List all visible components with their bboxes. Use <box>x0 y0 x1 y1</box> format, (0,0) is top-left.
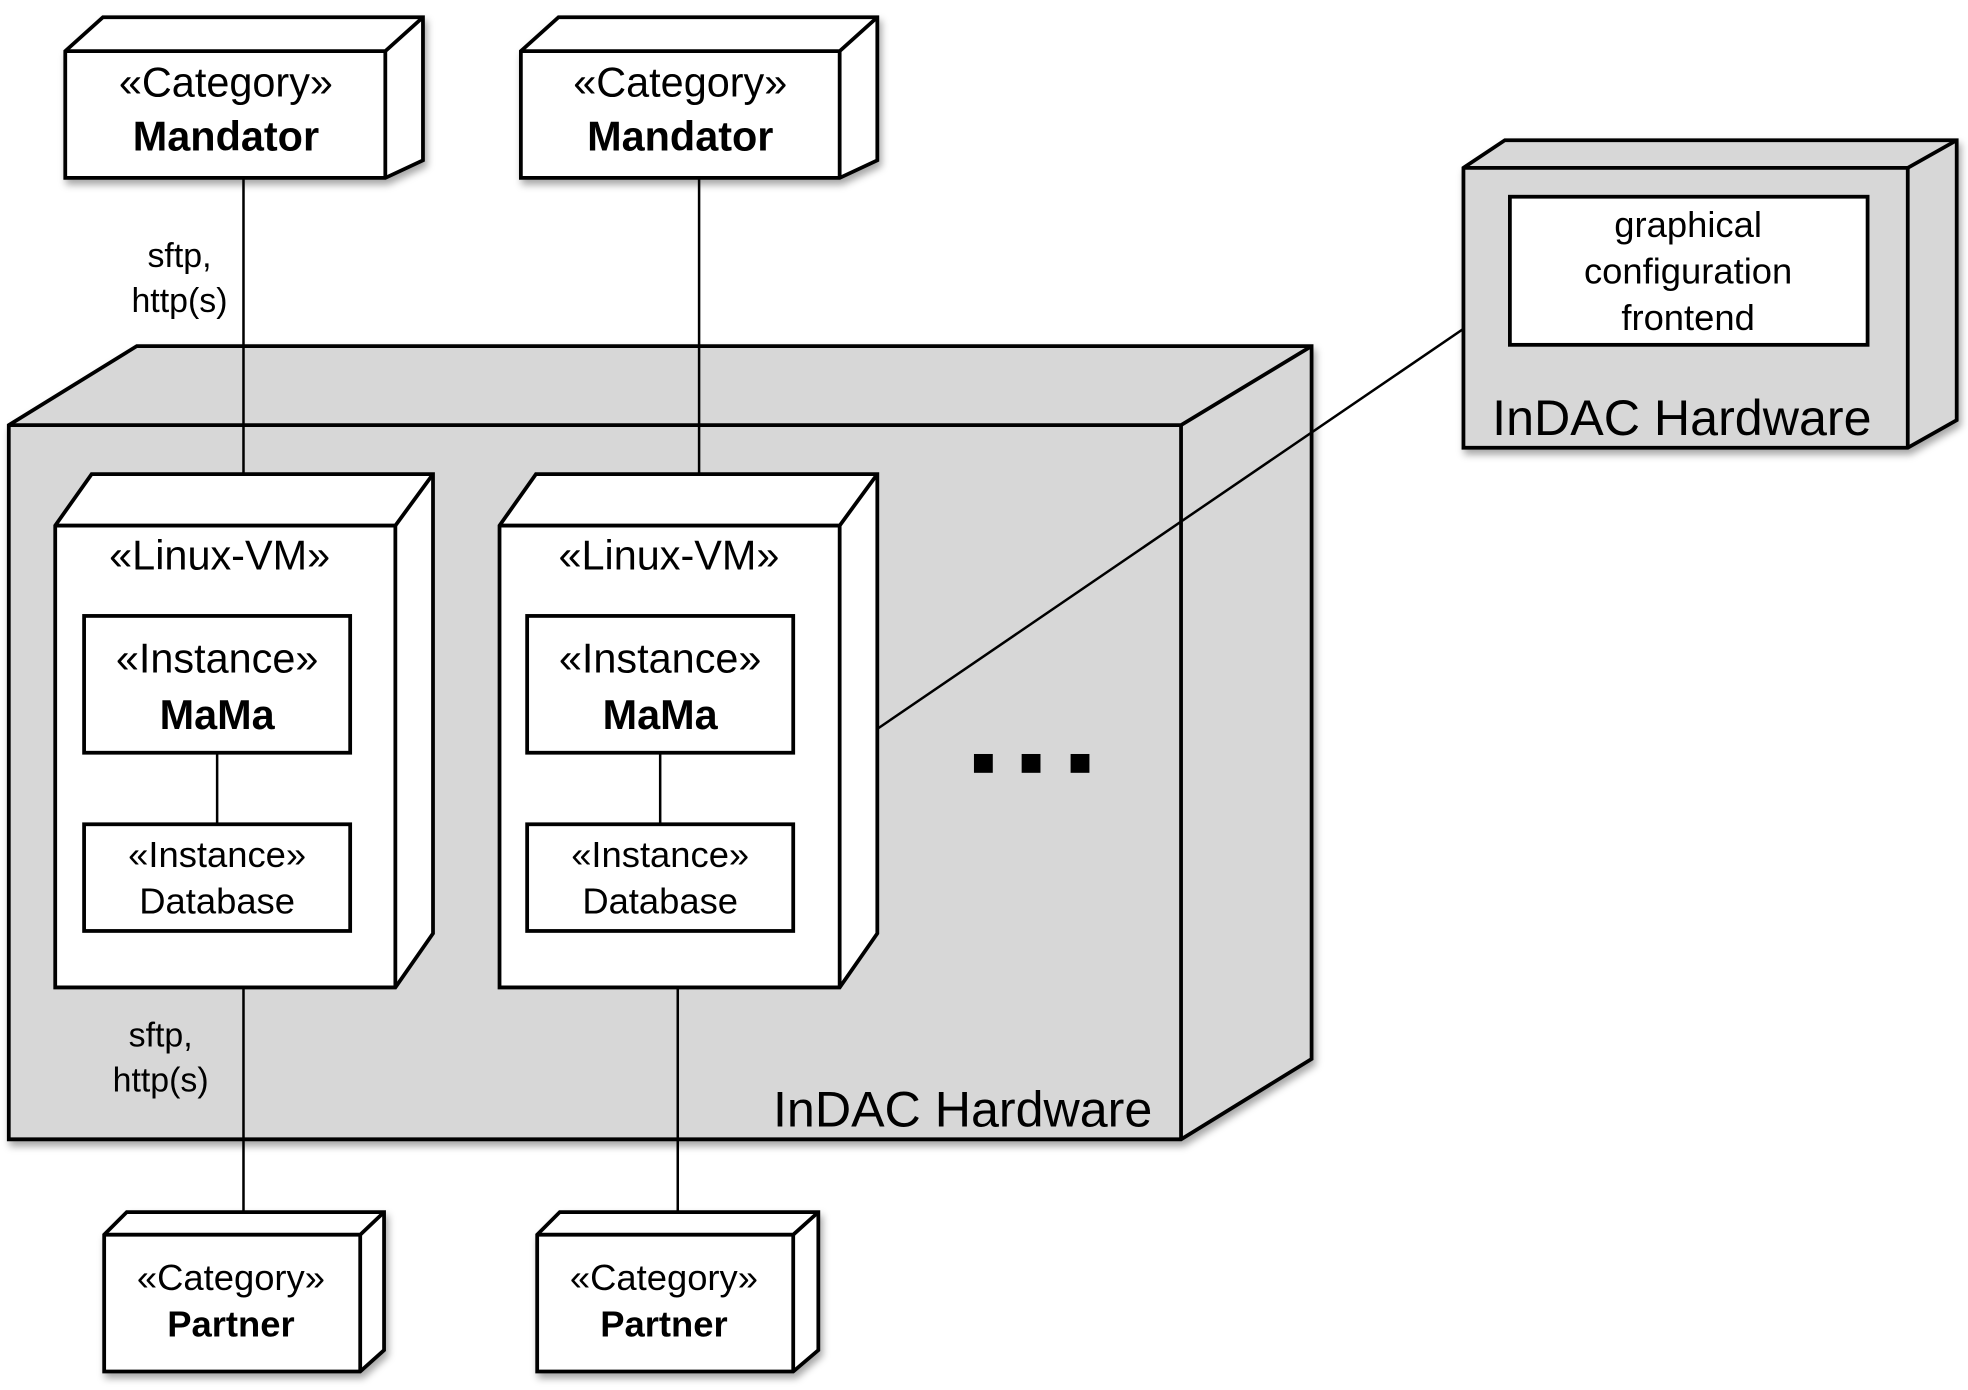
svg-text:configuration: configuration <box>1584 250 1792 291</box>
graphical-configuration-frontend-component <box>1508 194 1870 347</box>
connection-label-top: sftp, http(s) <box>131 237 227 320</box>
svg-text:graphical: graphical <box>1614 204 1762 245</box>
svg-text:«Linux-VM»: «Linux-VM» <box>109 532 330 578</box>
connection-vm2-frontend <box>876 296 1511 730</box>
svg-text:«Instance»: «Instance» <box>571 834 749 875</box>
svg-text:http(s): http(s) <box>113 1062 209 1100</box>
database-instance-1 <box>82 822 353 933</box>
svg-text:Partner: Partner <box>167 1303 294 1344</box>
svg-text:Mandator: Mandator <box>587 113 773 159</box>
svg-text:«Category»: «Category» <box>137 1257 325 1298</box>
svg-text:http(s): http(s) <box>131 282 227 320</box>
svg-text:sftp,: sftp, <box>129 1016 193 1054</box>
svg-text:Database: Database <box>139 880 295 921</box>
linux-vm-node-1: «Linux-VM» «Instance» MaMa «Instance» Da… <box>53 472 435 990</box>
database-instance-2 <box>525 822 796 933</box>
svg-text:MaMa: MaMa <box>160 692 276 738</box>
svg-text:«Category»: «Category» <box>573 59 787 105</box>
svg-text:«Instance»: «Instance» <box>128 834 306 875</box>
mama-instance-2 <box>525 614 796 755</box>
svg-text:Partner: Partner <box>600 1303 727 1344</box>
linux-vm-node-2: «Linux-VM» «Instance» MaMa «Instance» Da… <box>497 472 880 990</box>
svg-text:«Instance»: «Instance» <box>116 635 319 681</box>
svg-text:MaMa: MaMa <box>603 692 719 738</box>
ellipsis-icon <box>973 753 1090 773</box>
mama-instance-1 <box>82 614 353 755</box>
partner-node-2: «Category» Partner <box>535 1210 821 1374</box>
connection-label-bottom: sftp, http(s) <box>113 1016 209 1099</box>
svg-text:«Instance»: «Instance» <box>559 635 762 681</box>
svg-text:«Category»: «Category» <box>119 59 333 105</box>
svg-text:«Linux-VM»: «Linux-VM» <box>558 532 779 578</box>
svg-text:frontend: frontend <box>1621 297 1754 338</box>
indac-hardware-frontend-label: InDAC Hardware <box>1492 390 1871 446</box>
mandator-node-2: «Category» Mandator <box>518 15 880 180</box>
svg-text:Database: Database <box>582 880 738 921</box>
svg-text:sftp,: sftp, <box>147 237 211 275</box>
partner-node-1: «Category» Partner <box>102 1210 386 1374</box>
svg-text:«Category»: «Category» <box>570 1257 758 1298</box>
mandator-node-1: «Category» Mandator <box>63 15 425 180</box>
svg-text:Mandator: Mandator <box>133 113 319 159</box>
indac-hardware-frontend-node: graphical configuration frontend InDAC H… <box>1461 138 1959 450</box>
indac-hardware-main-label: InDAC Hardware <box>773 1082 1152 1138</box>
